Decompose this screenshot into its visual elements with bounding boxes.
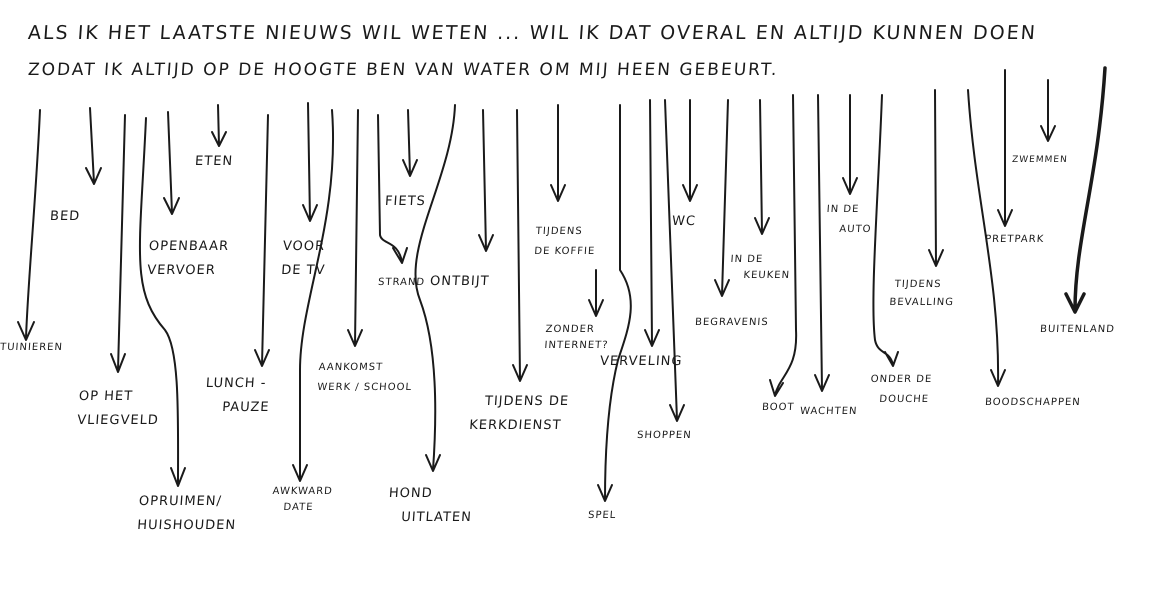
arrow-openbaar-vervoer <box>163 111 180 215</box>
label-line: AUTO <box>838 224 872 235</box>
label-shoppen: SHOPPEN <box>636 430 693 441</box>
label-hond: HOND UITLATEN <box>386 482 474 530</box>
label-fiets: FIETS <box>384 194 427 209</box>
label-eten: ETEN <box>194 154 234 169</box>
arrow-douche <box>872 94 899 367</box>
arrow-wc <box>682 99 698 202</box>
arrow-voor-de-tv <box>302 102 318 222</box>
arrow-icons <box>17 66 1107 502</box>
label-line: VLIEGVELD <box>76 413 160 428</box>
label-douche: ONDER DE DOUCHE <box>869 370 933 410</box>
label-line: OPRUIMEN/ <box>138 494 223 509</box>
label-spel: SPEL <box>587 510 617 521</box>
arrow-boot <box>769 94 798 397</box>
arrow-boodschappen <box>967 89 1006 387</box>
label-vliegveld: OP HET VLIEGVELD <box>76 385 161 433</box>
label-boodschappen: BOODSCHAPPEN <box>984 397 1082 408</box>
label-strand: STRAND <box>377 277 426 288</box>
label-boot: BOOT <box>761 402 795 413</box>
label-line: OPENBAAR <box>148 239 230 254</box>
label-kerkdienst: TIJDENS DE KERKDIENST <box>468 390 570 438</box>
arrow-koffie <box>550 104 566 202</box>
arrow-wachten <box>814 94 830 392</box>
label-line: HUISHOUDEN <box>136 518 237 533</box>
label-keuken: IN DE KEUKEN <box>729 252 792 284</box>
arrow-eten <box>211 104 227 147</box>
arrow-verveling <box>644 99 660 347</box>
arrow-buitenland <box>1064 66 1107 314</box>
label-line: VERVOER <box>146 263 217 278</box>
label-tuinieren: TUINIEREN <box>0 342 64 353</box>
arrow-kerkdienst <box>512 109 528 382</box>
label-buitenland: BUITENLAND <box>1039 324 1116 335</box>
label-line: KEUKEN <box>743 270 791 281</box>
label-line: DE TV <box>280 263 326 278</box>
arrow-hond <box>414 104 456 472</box>
arrow-zonder-internet <box>588 269 604 317</box>
label-line: IN DE <box>826 204 860 215</box>
label-line: DATE <box>283 502 314 513</box>
arrow-lunchpauze <box>254 114 270 367</box>
label-pretpark: PRETPARK <box>984 234 1045 245</box>
label-line: UITLATEN <box>400 510 473 525</box>
arrow-tuinieren <box>17 109 41 341</box>
arrow-bevalling <box>928 89 944 267</box>
label-line: AWKWARD <box>272 486 334 497</box>
arrow-auto <box>842 94 858 195</box>
label-auto: IN DE AUTO <box>825 200 874 240</box>
label-line: DE KOFFIE <box>533 246 596 257</box>
label-line: ONDER DE <box>870 374 933 385</box>
label-opruimen: OPRUIMEN/HUISHOUDEN <box>136 490 238 538</box>
label-line: PAUZE <box>221 400 271 415</box>
label-voor-de-tv: VOOR DE TV <box>280 235 328 283</box>
arrow-spel <box>597 104 632 502</box>
label-wc: WC <box>671 214 697 229</box>
arrow-pretpark <box>997 69 1013 227</box>
label-line: TIJDENS <box>535 226 583 237</box>
arrow-fiets <box>402 109 418 177</box>
label-openbaar-vervoer: OPENBAAR VERVOER <box>146 235 230 283</box>
arrow-vliegveld <box>110 114 126 373</box>
arrow-begravenis <box>714 99 730 297</box>
label-line: LUNCH - <box>205 376 267 391</box>
arrow-bed <box>85 107 102 185</box>
label-koffie: TIJDENS DE KOFFIE <box>534 222 598 262</box>
label-line: INTERNET? <box>544 340 609 351</box>
label-line: BEVALLING <box>889 297 955 308</box>
arrow-ontbijt <box>478 109 494 252</box>
arrow-zwemmen <box>1040 79 1056 142</box>
label-line: KERKDIENST <box>468 418 563 433</box>
arrow-strand <box>377 114 408 264</box>
arrow-shoppen <box>664 99 685 422</box>
label-bevalling: TIJDENS BEVALLING <box>889 276 956 312</box>
arrow-opruimen <box>138 117 186 487</box>
arrow-keuken <box>754 99 770 235</box>
label-line: TIJDENS <box>894 279 942 290</box>
label-zwemmen: ZWEMMEN <box>1011 155 1069 165</box>
label-line: VOOR <box>282 239 326 254</box>
label-begravenis: BEGRAVENIS <box>694 317 770 328</box>
label-line: WERK / SCHOOL <box>316 382 413 393</box>
label-line: AANKOMST <box>318 362 384 373</box>
arrow-awkward-date <box>292 109 334 482</box>
label-line: OP HET <box>78 389 134 404</box>
label-line: HOND <box>388 486 434 501</box>
label-wachten: WACHTEN <box>799 406 858 417</box>
label-awkward-date: AWKWARD DATE <box>271 484 333 516</box>
label-line: TIJDENS DE <box>484 394 570 409</box>
label-ontbijt: ONTBIJT <box>429 274 490 289</box>
arrow-aankomst <box>347 109 363 347</box>
label-verveling: VERVELING <box>599 354 683 369</box>
label-bed: BED <box>49 209 81 224</box>
label-line: ZONDER <box>545 324 596 335</box>
label-line: IN DE <box>730 254 764 265</box>
label-line: DOUCHE <box>878 394 930 405</box>
label-lunchpauze: LUNCH - PAUZE <box>203 372 272 420</box>
label-aankomst: AANKOMST WERK / SCHOOL <box>317 358 414 398</box>
